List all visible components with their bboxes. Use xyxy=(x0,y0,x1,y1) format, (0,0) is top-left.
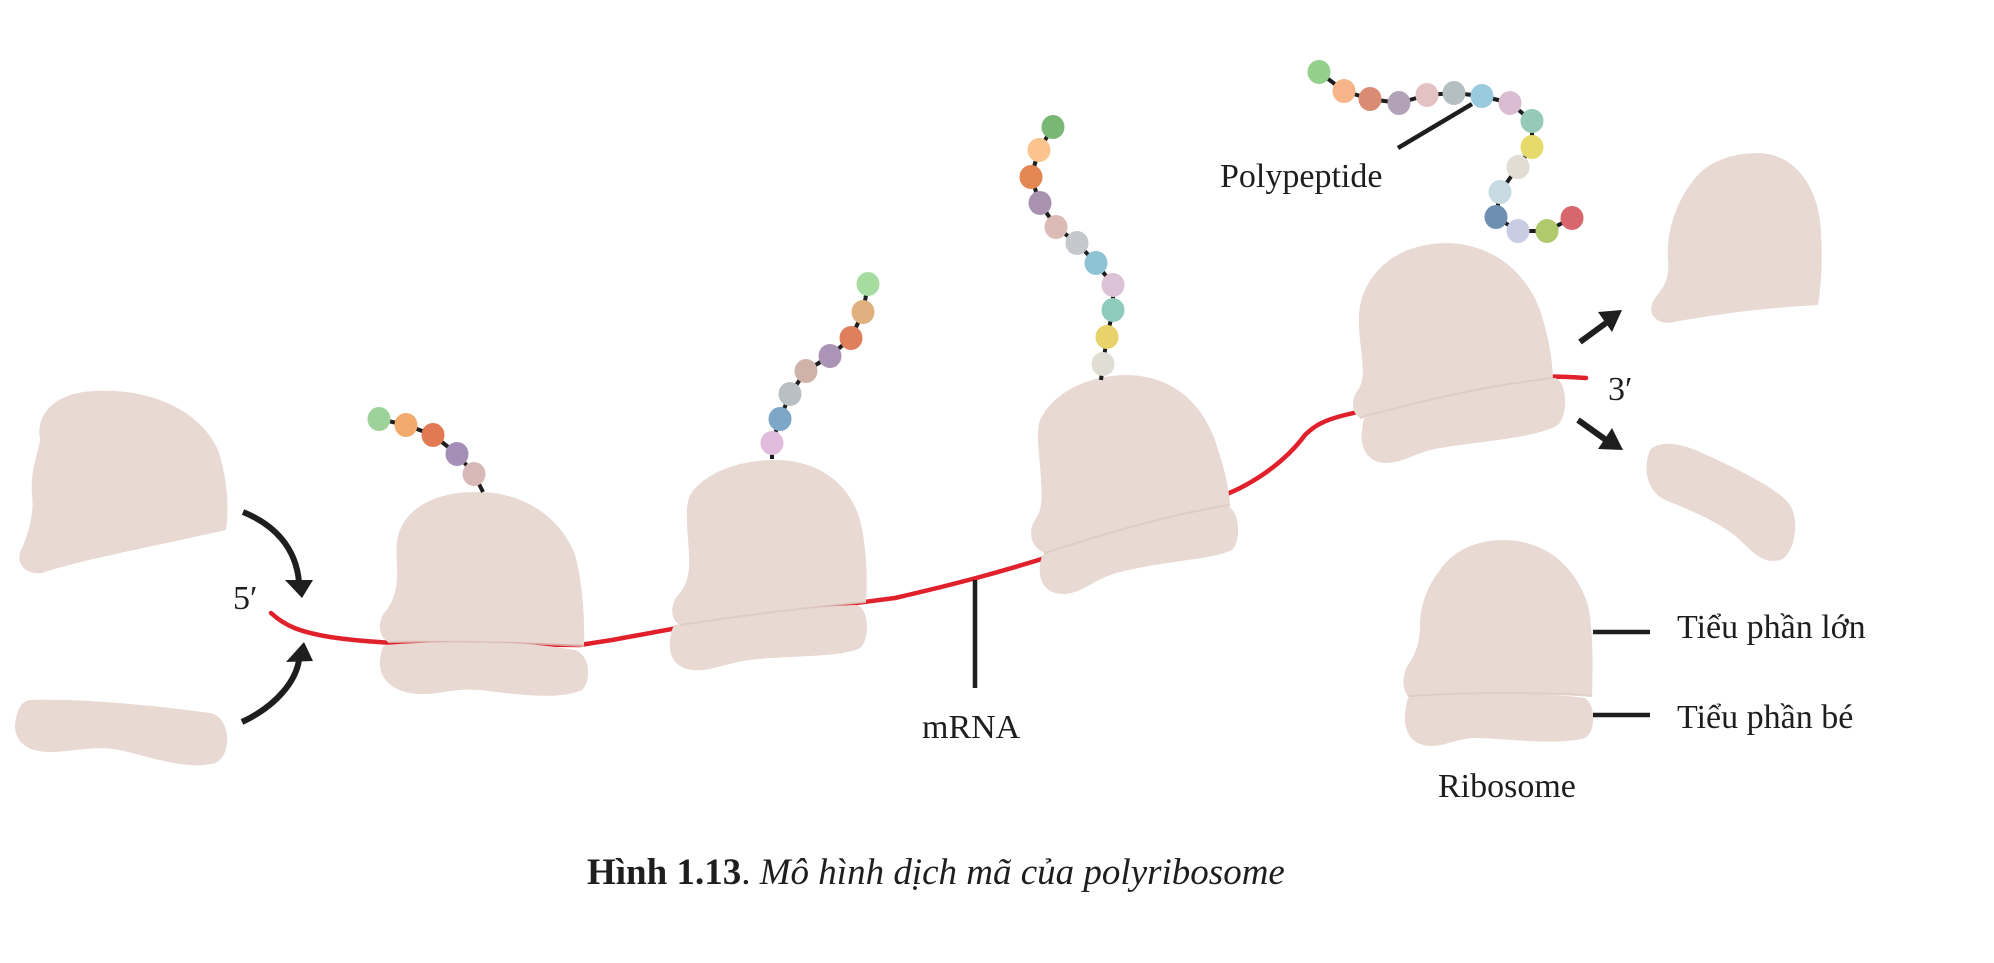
amino-acid-bead xyxy=(851,300,875,324)
amino-acid-bead xyxy=(1560,206,1584,230)
amino-acid-bead xyxy=(1415,83,1439,107)
ribosome-2 xyxy=(669,460,867,671)
amino-acid-bead xyxy=(1028,191,1052,215)
amino-acid-bead xyxy=(1041,115,1065,139)
amino-acid-bead xyxy=(1332,79,1356,103)
polypeptide-pointer-line xyxy=(1396,102,1474,150)
caption-separator: . xyxy=(741,852,760,893)
five-prime-label: 5′ xyxy=(233,580,257,617)
legend-ribosome xyxy=(1403,540,1594,746)
dissociation-arrow-down xyxy=(1576,417,1623,450)
released-large-subunit xyxy=(1651,153,1822,323)
amino-acid-bead xyxy=(794,359,818,383)
figure-caption: Hình 1.13. Mô hình dịch mã của polyribos… xyxy=(587,852,1285,893)
amino-acid-bead xyxy=(1506,155,1530,179)
mrna-strand xyxy=(268,374,1589,648)
amino-acid-bead xyxy=(421,423,445,447)
amino-acid-bead xyxy=(1520,135,1544,159)
amino-acid-bead xyxy=(462,462,486,486)
polypeptide-chain-1 xyxy=(367,407,486,493)
small-subunit-label: Tiểu phần bé xyxy=(1677,699,1853,736)
amino-acid-bead xyxy=(1358,87,1382,111)
amino-acid-bead xyxy=(445,442,469,466)
ribosome-label: Ribosome xyxy=(1438,768,1576,805)
ribosome-3 xyxy=(1031,375,1239,595)
free-small-subunit-left xyxy=(15,699,228,766)
amino-acid-bead xyxy=(1091,352,1115,376)
amino-acid-bead xyxy=(1027,138,1051,162)
amino-acid-bead xyxy=(1084,251,1108,275)
amino-acid-bead xyxy=(818,344,842,368)
amino-acid-bead xyxy=(394,413,418,437)
amino-acid-bead xyxy=(768,407,792,431)
polypeptide-chains xyxy=(367,60,1584,493)
amino-acid-bead xyxy=(1484,205,1508,229)
amino-acid-bead xyxy=(1506,219,1530,243)
caption-text: Mô hình dịch mã của polyribosome xyxy=(759,852,1285,893)
polypeptide-chain-2 xyxy=(760,272,880,459)
ribosome-2-large-subunit xyxy=(672,460,867,625)
amino-acid-bead xyxy=(760,431,784,455)
large-subunit-label: Tiểu phần lớn xyxy=(1677,609,1866,646)
caption-number: Hình 1.13 xyxy=(587,852,741,893)
amino-acid-bead xyxy=(778,382,802,406)
amino-acid-bead xyxy=(1387,91,1411,115)
legend-small-subunit xyxy=(1404,693,1594,746)
ribosome-1-large-subunit xyxy=(379,491,585,645)
polypeptide-label: Polypeptide xyxy=(1220,158,1382,195)
amino-acid-bead xyxy=(839,326,863,350)
ribosome-1 xyxy=(379,491,589,696)
ribosome-4-small-subunit xyxy=(1361,378,1566,463)
polypeptide-chain-3 xyxy=(1019,115,1125,381)
assembly-arrow-top xyxy=(241,509,313,598)
amino-acid-bead xyxy=(1488,180,1512,204)
amino-acid-bead xyxy=(1498,91,1522,115)
ribosome-3-small-subunit xyxy=(1039,505,1239,595)
amino-acid-bead xyxy=(1044,215,1068,239)
amino-acid-bead xyxy=(856,272,880,296)
amino-acid-bead xyxy=(1535,219,1559,243)
amino-acid-bead xyxy=(1019,165,1043,189)
amino-acid-bead xyxy=(1065,231,1089,255)
amino-acid-bead xyxy=(367,407,391,431)
ribosome-3-large-subunit xyxy=(1031,375,1230,553)
mrna-label: mRNA xyxy=(922,709,1021,746)
assembly-arrow-bottom xyxy=(240,642,313,725)
amino-acid-bead xyxy=(1307,60,1331,84)
amino-acid-bead xyxy=(1095,325,1119,349)
three-prime-label: 3′ xyxy=(1608,371,1632,408)
amino-acid-bead xyxy=(1520,109,1544,133)
ribosome-2-small-subunit xyxy=(669,605,867,671)
ribosome-1-small-subunit xyxy=(379,641,589,696)
legend-large-subunit xyxy=(1403,540,1593,696)
amino-acid-bead xyxy=(1442,81,1466,105)
amino-acid-bead xyxy=(1470,84,1494,108)
amino-acid-bead xyxy=(1101,298,1125,322)
amino-acid-bead xyxy=(1101,273,1125,297)
released-small-subunit xyxy=(1646,443,1796,561)
dissociation-arrow-up xyxy=(1578,310,1622,345)
ribosome-4-large-subunit xyxy=(1353,243,1553,418)
polypeptide-chain-4 xyxy=(1307,60,1584,243)
free-large-subunit-left xyxy=(19,390,228,574)
ribosome-4 xyxy=(1353,243,1566,463)
